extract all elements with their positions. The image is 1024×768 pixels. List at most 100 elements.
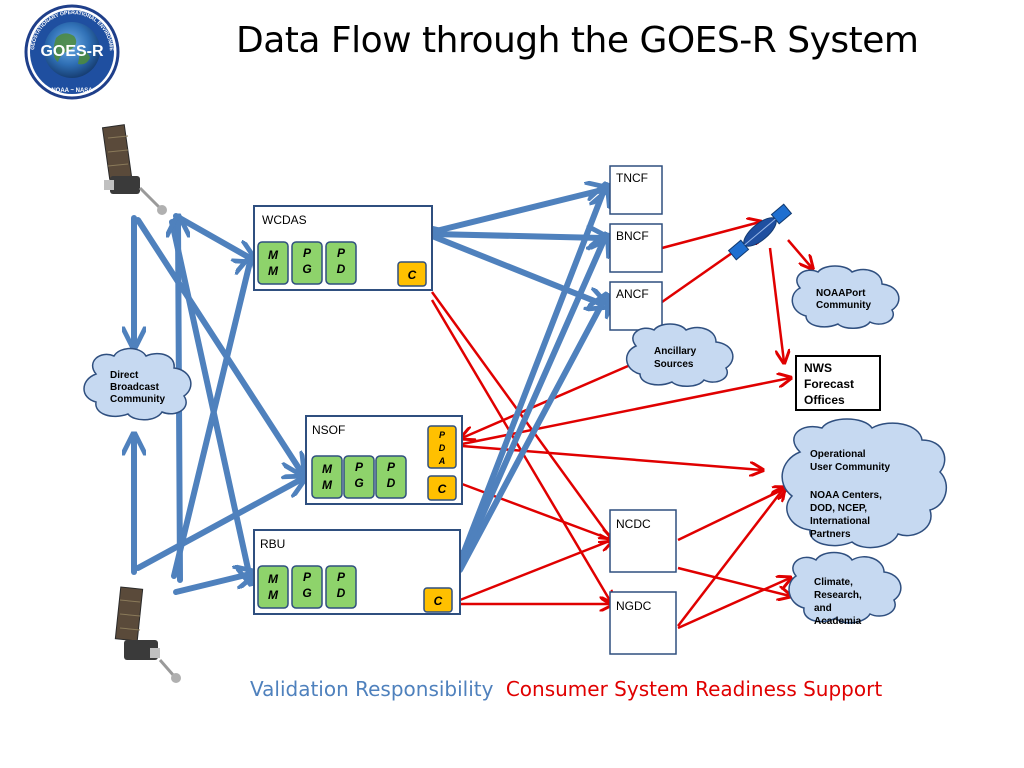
blue-arrow-sat-rbu: [169, 219, 250, 578]
svg-text:P: P: [439, 430, 446, 440]
logo-center-text: GOES-R: [40, 43, 104, 60]
blue-arrows: [134, 190, 604, 598]
noaaport-community-cloud: NOAAPort Community: [791, 265, 900, 329]
svg-text:P: P: [303, 246, 312, 260]
red-arrow-ancillary-pda: [462, 364, 629, 438]
ngdc-label: NGDC: [616, 599, 652, 613]
nsof-mm-module: M M: [311, 455, 343, 499]
svg-text:Climate,: Climate,: [814, 577, 853, 588]
ancillary-sources-cloud: Ancillary Sources: [626, 323, 734, 387]
tncf-box: TNCF: [609, 165, 663, 215]
svg-text:D: D: [337, 262, 346, 276]
svg-text:P: P: [355, 460, 364, 474]
red-arrow-ncdc-climate: [677, 566, 790, 596]
blue-arrow-wcdas-ancf: [429, 233, 602, 304]
nws-line-1: NWS: [804, 361, 832, 375]
ancf-box: ANCF: [609, 281, 663, 331]
nsof-label: NSOF: [312, 423, 345, 437]
svg-text:and: and: [814, 603, 832, 614]
svg-text:A: A: [438, 456, 446, 466]
climate-research-cloud: Climate, Research, and Academia: [788, 551, 902, 627]
blue-arrow-botsat-wcdas: [171, 262, 250, 579]
logo-bottom-text: NOAA ~ NASA: [51, 88, 93, 94]
legend-validation: Validation Responsibility: [250, 677, 494, 701]
svg-text:D: D: [387, 476, 396, 490]
svg-text:G: G: [302, 586, 311, 600]
svg-text:Academia: Academia: [814, 616, 862, 627]
blue-arrow-rbu-tncf: [457, 190, 604, 565]
rbu-label: RBU: [260, 537, 285, 551]
wcdas-pd-module: P D: [325, 241, 357, 285]
red-arrow-bncf-sat: [661, 222, 760, 250]
svg-text:DOD, NCEP,: DOD, NCEP,: [810, 503, 867, 514]
wcdas-mm-module: M M: [257, 241, 289, 285]
legend: Validation Responsibility Consumer Syste…: [250, 677, 882, 701]
wcdas-label: WCDAS: [262, 213, 307, 227]
direct-broadcast-cloud: Direct Broadcast Community: [83, 347, 192, 421]
wcdas-pg-module: P G: [291, 241, 323, 285]
svg-text:NOAAPort: NOAAPort: [816, 288, 866, 299]
svg-text:Ancillary: Ancillary: [654, 346, 697, 357]
rbu-pd-module: P D: [325, 565, 357, 609]
svg-text:Sources: Sources: [654, 359, 694, 370]
svg-text:M: M: [322, 478, 333, 492]
svg-text:Partners: Partners: [810, 529, 851, 540]
svg-text:M: M: [322, 462, 333, 476]
svg-text:User Community: User Community: [810, 462, 890, 473]
nws-forecast-box: NWS Forecast Offices: [795, 355, 881, 411]
rbu-mm-module: M M: [257, 565, 289, 609]
red-arrow-ncdc-operational: [677, 488, 786, 542]
red-arrow-sat-noaaport: [787, 239, 812, 268]
svg-text:Broadcast: Broadcast: [110, 382, 160, 393]
red-arrow-ngdc-climate: [677, 578, 790, 630]
ncdc-label: NCDC: [616, 517, 651, 531]
nsof-c-module: C: [427, 475, 457, 501]
bncf-label: BNCF: [616, 229, 649, 243]
goes-r-logo: GOES-R NOAA ~ NASA GEOSTATIONARY OPERATI…: [0, 0, 120, 100]
goes-satellite-bottom-icon: [114, 586, 181, 683]
blue-arrow-botsat-rbu: [173, 574, 250, 595]
svg-text:Research,: Research,: [814, 590, 862, 601]
blue-arrow-botsat-nsof: [135, 480, 300, 571]
legend-consumer-readiness: Consumer System Readiness Support: [505, 677, 883, 701]
nws-line-2: Forecast: [804, 377, 854, 391]
bncf-box: BNCF: [609, 223, 663, 273]
svg-text:C: C: [408, 268, 417, 282]
blue-arrow-rbu-ancf: [457, 300, 604, 573]
svg-text:G: G: [302, 262, 311, 276]
red-arrow-ngdc-operational: [677, 488, 784, 627]
rbu-c-module: C: [423, 587, 453, 613]
svg-text:Direct: Direct: [110, 370, 139, 381]
nws-line-3: Offices: [804, 393, 845, 407]
svg-text:C: C: [434, 594, 443, 608]
wcdas-c-module: C: [397, 261, 427, 287]
svg-text:G: G: [354, 476, 363, 490]
red-arrow-sat-nws: [768, 247, 784, 362]
ancf-label: ANCF: [616, 287, 649, 301]
page-title: Data Flow through the GOES-R System: [236, 20, 919, 61]
svg-text:M: M: [268, 572, 279, 586]
tncf-label: TNCF: [616, 171, 648, 185]
svg-text:Community: Community: [816, 300, 871, 311]
nsof-pd-module: P D: [375, 455, 407, 499]
svg-text:P: P: [387, 460, 396, 474]
rbu-pg-module: P G: [291, 565, 323, 609]
relay-satellite-icon: [727, 203, 793, 261]
svg-text:NOAA Centers,: NOAA Centers,: [810, 490, 882, 501]
blue-arrow-rbu-bncf: [457, 240, 604, 569]
svg-text:P: P: [337, 246, 346, 260]
blue-arrow-sat-wcdas: [173, 213, 250, 258]
red-arrow-wcdas-ncdc: [430, 291, 612, 540]
red-arrow-rbu-ncdc: [459, 540, 612, 602]
svg-text:Community: Community: [110, 394, 165, 405]
ngdc-box: NGDC: [609, 591, 677, 655]
operational-user-community-cloud: Operational User Community NOAA Centers,…: [781, 418, 948, 549]
svg-text:P: P: [303, 570, 312, 584]
svg-text:P: P: [337, 570, 346, 584]
ncdc-box: NCDC: [609, 509, 677, 573]
blue-arrow-sat-nsof: [135, 217, 300, 470]
nsof-pg-module: P G: [343, 455, 375, 499]
svg-text:D: D: [439, 443, 446, 453]
svg-text:M: M: [268, 588, 279, 602]
